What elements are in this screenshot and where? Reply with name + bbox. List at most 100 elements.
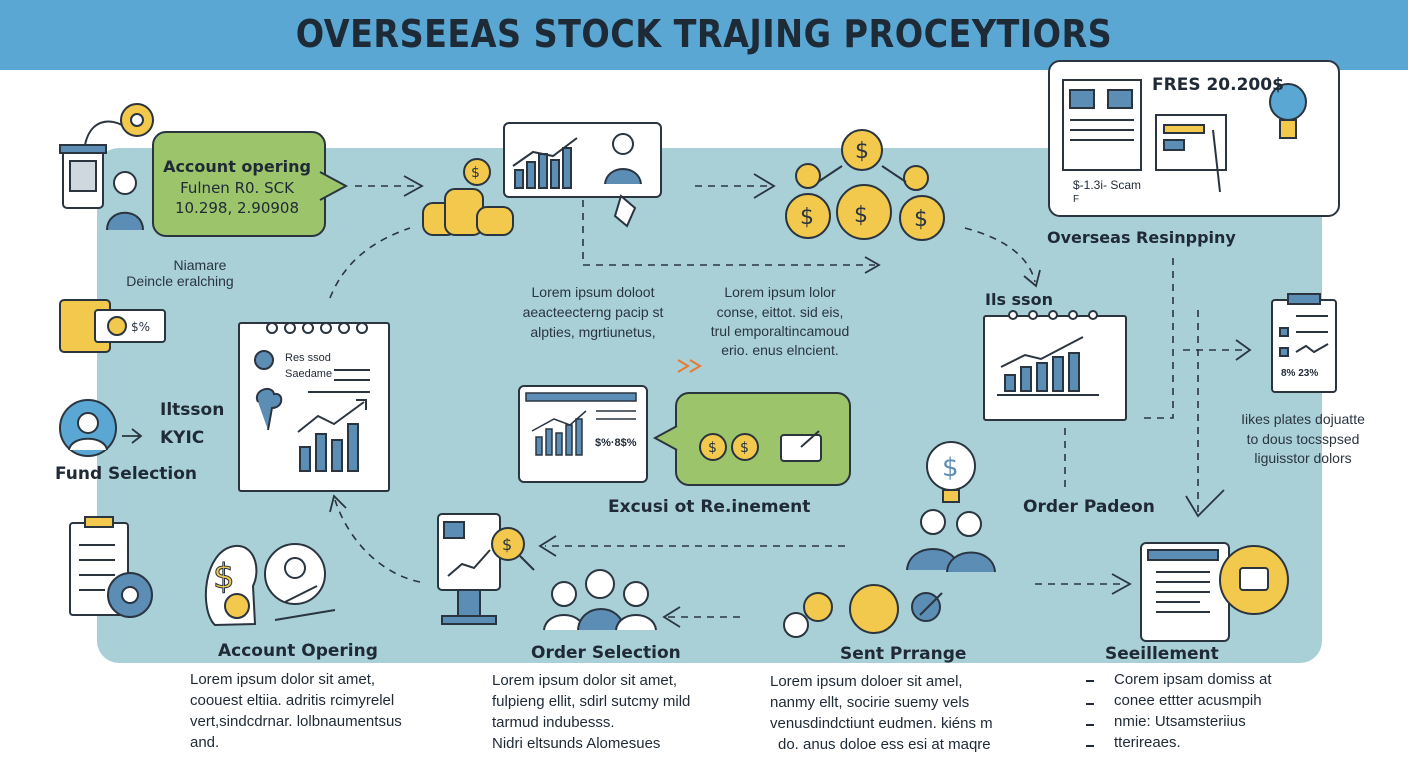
arrowhead-1 — [403, 175, 424, 197]
col3-line2: nanmy ellt, socirie suemy vels — [770, 694, 970, 711]
left-caption-line1: Niamare — [173, 257, 227, 273]
connector-6 — [1140, 258, 1174, 419]
bubble-tail — [319, 171, 349, 201]
top-right-card-illustration — [1062, 79, 1307, 193]
middle-text-2-line2: conse, eittot. sid eis, — [716, 304, 844, 320]
arrowhead-10 — [329, 494, 347, 513]
account-bubble-line3: 10.298, 2.90908 — [174, 199, 300, 217]
account-opening-bottom-illustration: $ — [204, 543, 336, 627]
col4-line2: conee ettter acusmpih — [1114, 692, 1262, 709]
account-bubble-line1: Account opering — [163, 157, 311, 176]
tablet-icon — [780, 434, 822, 462]
bullet — [1086, 724, 1094, 726]
arrowhead-7 — [538, 535, 557, 557]
col1-line3: vert,sindcdrnar. lolbnaumentsus — [190, 713, 402, 730]
settlement-illustration — [1147, 545, 1289, 615]
svg-text:$: $ — [740, 440, 749, 456]
middle-text-2-line1: Lorem ipsum lolor — [724, 284, 836, 300]
arrowhead-8 — [662, 606, 681, 628]
person-icon — [113, 171, 137, 195]
col4-line4: tterireaes. — [1114, 734, 1181, 751]
excusi-label: Excusi ot Re.inement — [608, 497, 811, 517]
trading-monitor-chart — [525, 392, 637, 456]
checklist-gear-icon — [69, 516, 153, 618]
svg-text:$%: $% — [131, 320, 150, 334]
middle-text-2-line3: trul emporaltincamoud — [710, 323, 850, 339]
col2-line2: fulpieng ellit, sdirl sutcmy mild — [492, 693, 691, 710]
notebook-illustration — [254, 322, 370, 472]
top-right-heading: FRES 20.200$ — [1152, 75, 1284, 95]
support-agent-icon — [59, 399, 117, 457]
order-selection-monitor: $ — [437, 513, 535, 625]
label-account-opening: Account Opering — [218, 641, 378, 661]
overseas-label: Overseas Resinppiny — [1047, 228, 1236, 247]
col2-line4: Nidri eltsunds Alomesues — [492, 735, 661, 752]
svg-text:$: $ — [854, 203, 868, 228]
analyst-illustration — [512, 133, 642, 228]
notebook-line1: Res ssod — [285, 352, 331, 364]
col3-line3: venusdindctiunt eudmen. kiéns m — [770, 715, 993, 732]
fund-selection-label: Fund Selection — [55, 464, 198, 484]
coin-stack-icon: $ — [422, 158, 514, 236]
top-right-line: $-1.3i- Scam — [1073, 178, 1142, 192]
arrowhead-6 — [1185, 489, 1225, 518]
account-opening-illustration — [59, 103, 154, 231]
order-padeon-label: Order Padeon — [1023, 497, 1155, 517]
reclustions-bubble-tail — [652, 425, 678, 451]
connector-5 — [329, 227, 411, 299]
right-text-line2: to dous tocsspsed — [1246, 431, 1360, 447]
bullet — [1086, 680, 1094, 682]
svg-text:$: $ — [800, 205, 814, 230]
checklist-value: 8% 23% — [1281, 368, 1319, 379]
label-settlement: Seeillement — [1105, 644, 1219, 664]
label-sent-prrange: Sent Prrange — [840, 644, 967, 664]
col1-line2: coouest eltiia. adritis rcimyrelel — [190, 692, 395, 709]
svg-text:$: $ — [942, 453, 959, 483]
page-title: OVERSEEAS STOCK TRAJING PROCEYTIORS — [295, 12, 1113, 56]
coin-icon — [731, 433, 759, 461]
middle-text-2-line4: erio. enus elncient. — [721, 342, 839, 358]
middle-text-1-line1: Lorem ipsum doloot — [531, 284, 655, 300]
col4-line1: Corem ipsam domiss at — [1114, 671, 1272, 688]
connector-4 — [964, 227, 1036, 283]
col4-line3: nmie: Utsamsteriius — [1114, 713, 1246, 730]
svg-text:$: $ — [855, 139, 869, 164]
coin-icon — [699, 433, 727, 461]
ilsson-right-label: Ils sson — [985, 290, 1053, 309]
svg-text:$: $ — [708, 440, 717, 456]
svg-text:$: $ — [502, 535, 512, 554]
col1-line4: and. — [190, 734, 220, 751]
notebook-line2: Saedame — [285, 368, 333, 380]
team-lightbulb-illustration: $ — [906, 441, 996, 573]
svg-text:$: $ — [471, 165, 480, 181]
middle-text-1-line2: aeacteecterng pacip st — [522, 304, 664, 320]
connector-13 — [334, 499, 421, 583]
col3-line4: do. anus doloe ess esi at maqre — [778, 736, 991, 753]
arrowhead-4 — [1023, 269, 1041, 288]
coins-cluster-icon: $ $ $ $ — [785, 129, 945, 241]
svg-text:$: $ — [914, 207, 928, 232]
orange-chevrons — [677, 359, 702, 373]
account-opening-bubble — [152, 131, 326, 237]
right-notebook-chart — [997, 310, 1099, 396]
arrowhead-9 — [1111, 573, 1132, 595]
bullet — [1086, 745, 1094, 747]
people-group-icon — [543, 569, 657, 631]
gear-icon — [120, 103, 154, 137]
arrowhead-2 — [753, 173, 776, 199]
right-checklist-icon — [1271, 293, 1337, 393]
arrowhead-11 — [122, 428, 143, 444]
label-order-selection: Order Selection — [531, 643, 681, 663]
wallet-icon: $% — [59, 299, 166, 353]
col1-line1: Lorem ipsum dolor sit amet, — [190, 671, 376, 688]
kyc-line2: KYIC — [160, 428, 205, 448]
title-bar — [0, 0, 1408, 70]
middle-text-1-line3: alpties, mgrtiunetus, — [530, 324, 656, 340]
left-caption-line2: Deincle eralching — [126, 273, 234, 289]
gears-icon — [783, 584, 943, 638]
connector-3 — [582, 200, 875, 266]
right-text-line1: Iikes plates dojuatte — [1241, 411, 1365, 427]
top-right-line2: F — [1073, 194, 1080, 205]
col2-line1: Lorem ipsum dolor sit amet, — [492, 672, 678, 689]
